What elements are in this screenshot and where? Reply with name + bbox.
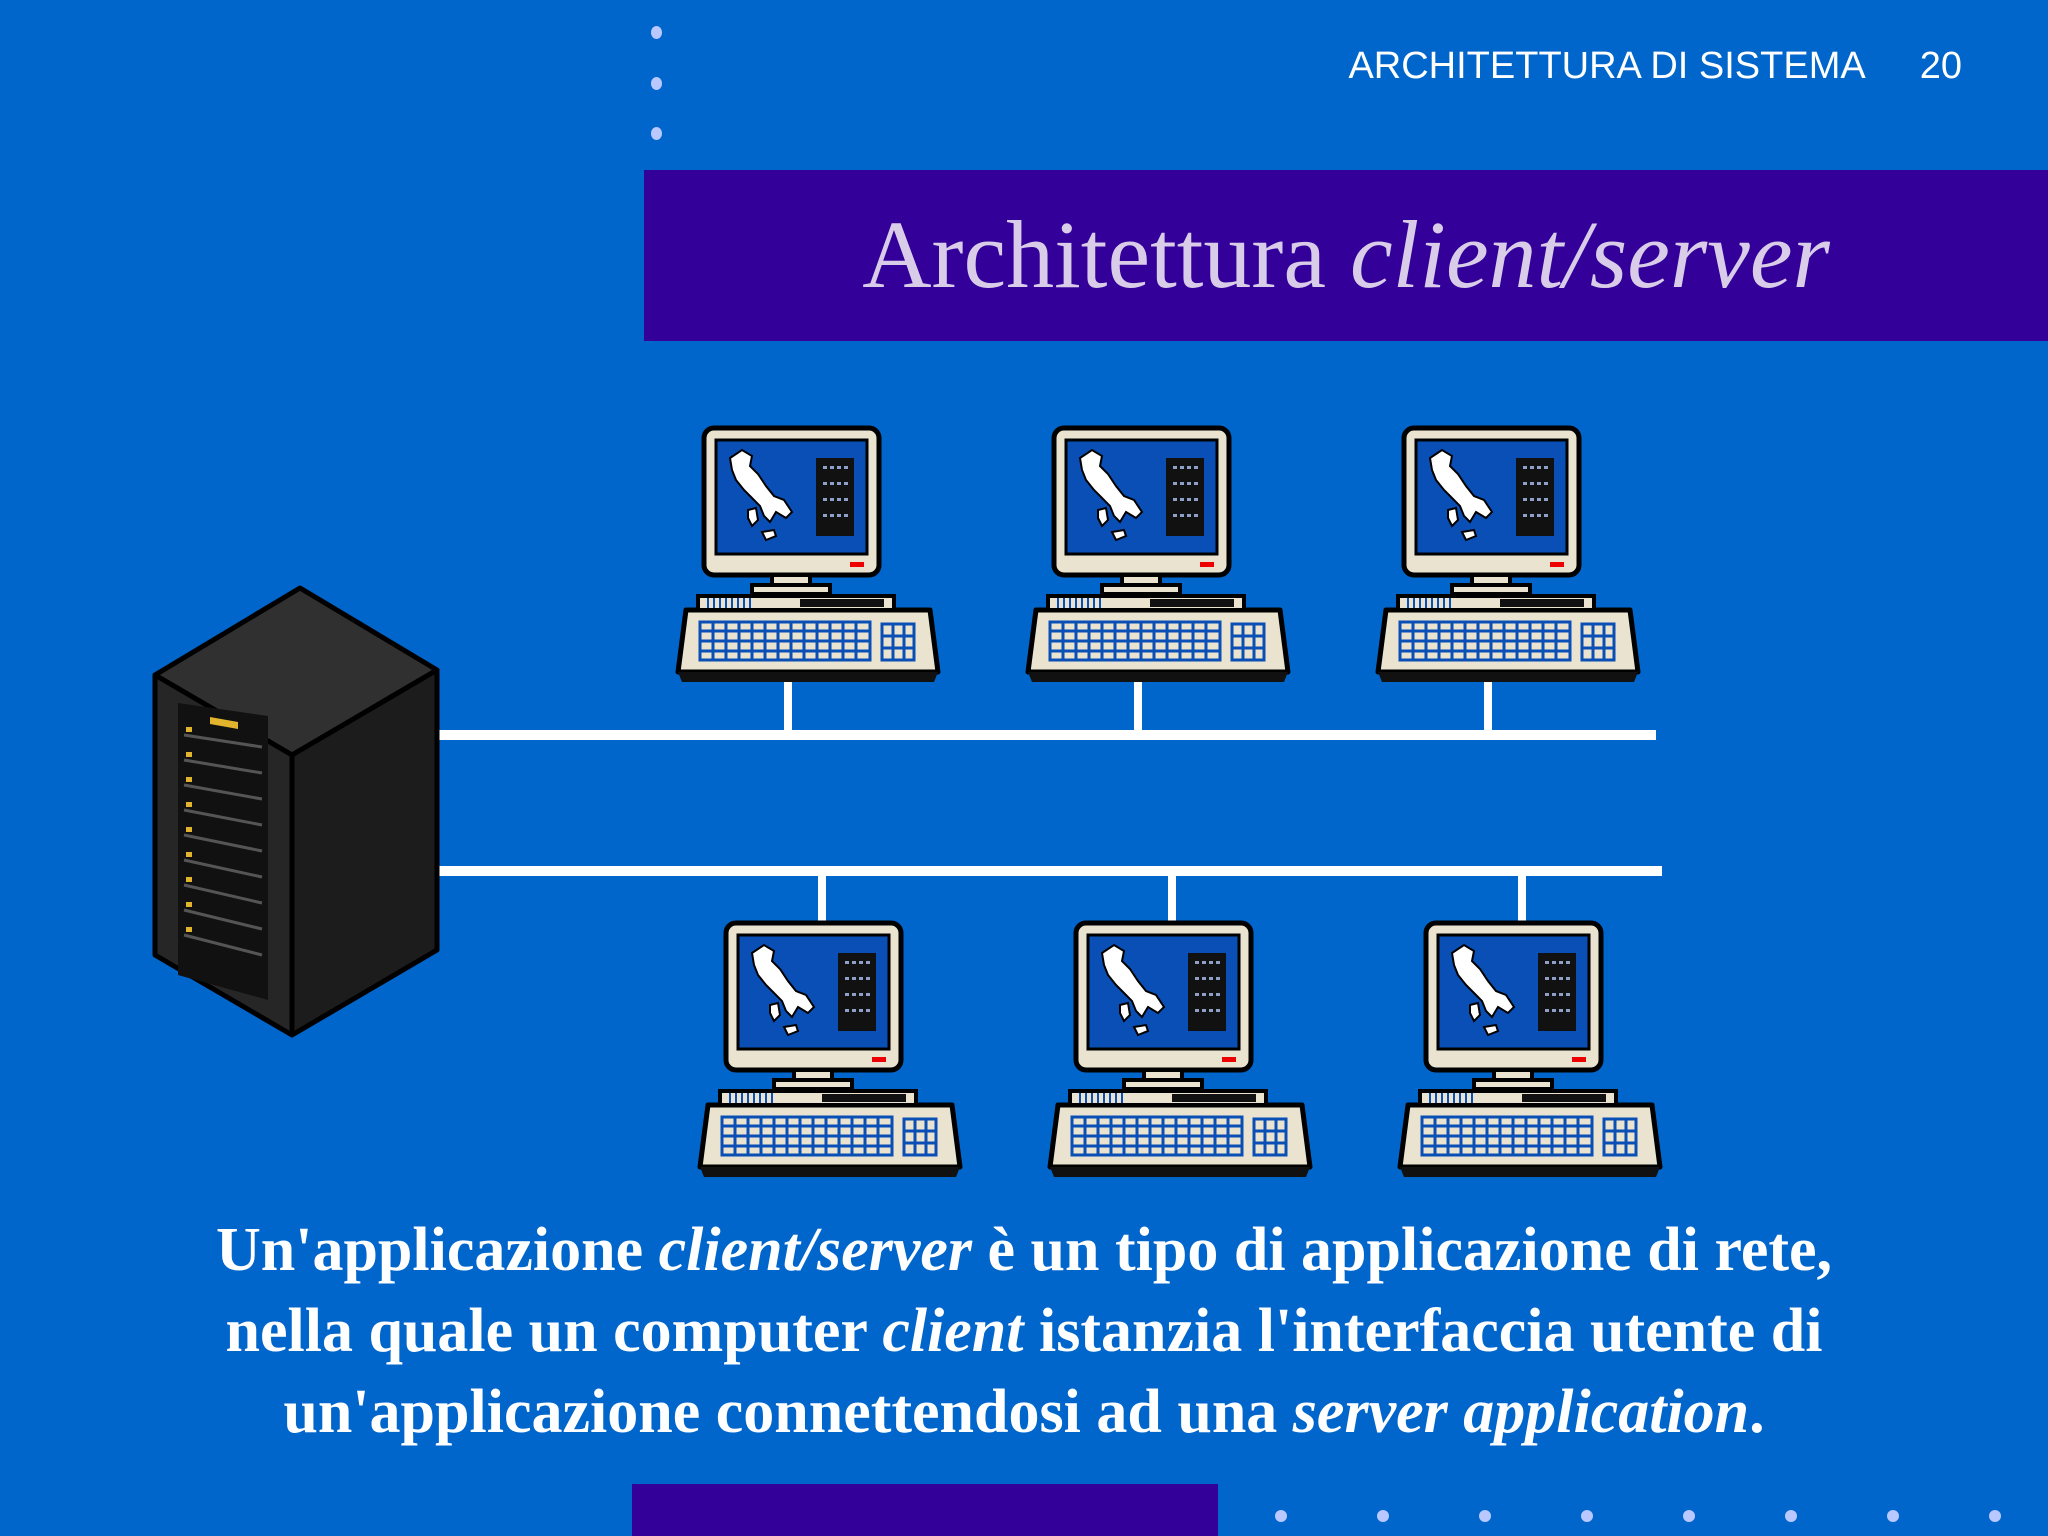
desktop-computer-icon — [1050, 923, 1310, 1177]
decorative-dot — [1479, 1510, 1491, 1522]
desktop-computer-icon — [700, 923, 960, 1177]
body-text-italic: client/server — [658, 1216, 973, 1284]
decorative-dot — [1989, 1510, 2001, 1522]
slide-title: Architettura client/server — [644, 202, 2048, 308]
desktop-computer-icon — [1400, 923, 1660, 1177]
desktop-computer-icon — [678, 428, 938, 682]
section-title: ARCHITETTURA DI SISTEMA — [1348, 45, 1866, 87]
network-bus-bottom — [436, 866, 1662, 925]
body-text-italic: client — [882, 1297, 1024, 1365]
body-text-italic: server application — [1292, 1378, 1750, 1446]
decorative-dot — [651, 77, 662, 90]
body-text: Un'applicazione client/server è un tipo … — [60, 1210, 1988, 1453]
server-rack-icon — [152, 585, 440, 1038]
decorative-dot — [1887, 1510, 1899, 1522]
decorative-dot — [1785, 1510, 1797, 1522]
body-text-segment: nella quale un computer — [225, 1297, 883, 1365]
title-band: Architettura client/server — [644, 170, 2048, 341]
title-plain: Architettura — [862, 201, 1350, 308]
body-text-segment: un'applicazione connettendosi ad una — [283, 1378, 1293, 1446]
desktop-computer-icon — [1378, 428, 1638, 682]
decorative-dot — [1581, 1510, 1593, 1522]
body-line-3: un'applicazione connettendosi ad una ser… — [60, 1372, 1988, 1453]
bottom-band — [632, 1484, 1218, 1536]
title-italic: client/server — [1349, 201, 1830, 308]
decorative-dot — [1683, 1510, 1695, 1522]
body-text-segment: . — [1749, 1378, 1765, 1446]
slide-header: ARCHITETTURA DI SISTEMA 20 — [1348, 45, 1962, 88]
decorative-dot — [651, 127, 662, 140]
decorative-dot — [1377, 1510, 1389, 1522]
body-text-segment: istanzia l'interfaccia utente di — [1023, 1297, 1823, 1365]
desktop-computer-icon — [1028, 428, 1288, 682]
body-text-segment: è un tipo di applicazione di rete, — [972, 1216, 1833, 1284]
decorative-dot — [651, 26, 662, 39]
decorative-dot — [1275, 1510, 1287, 1522]
body-line-2: nella quale un computer client istanzia … — [60, 1291, 1988, 1372]
body-line-1: Un'applicazione client/server è un tipo … — [60, 1210, 1988, 1291]
body-text-segment: Un'applicazione — [215, 1216, 659, 1284]
page-number: 20 — [1919, 45, 1962, 87]
